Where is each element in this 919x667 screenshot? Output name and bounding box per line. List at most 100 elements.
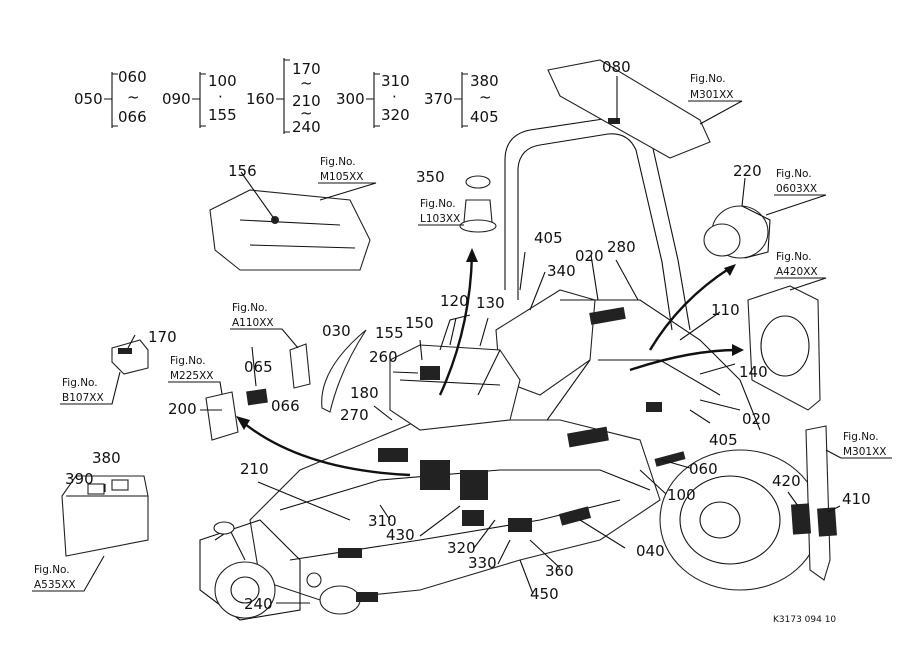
- range-mid: ~: [479, 88, 492, 106]
- range-bottom: 066: [118, 108, 147, 126]
- part-label: 280: [607, 238, 636, 256]
- range-mid3: ~: [300, 104, 313, 122]
- tractor-drawing: [199, 116, 821, 621]
- part-label: 030: [322, 322, 351, 340]
- part-label: 130: [476, 294, 505, 312]
- range-bottom: 405: [470, 108, 499, 126]
- part-label: 110: [711, 301, 740, 319]
- part-label: 040: [636, 542, 665, 560]
- detached-parts: [61, 59, 837, 581]
- range-mid: ~: [300, 74, 313, 92]
- range-lead: 370: [424, 90, 453, 108]
- part-label: 330: [468, 554, 497, 572]
- fig-ref-head: Fig.No.: [232, 302, 268, 314]
- part-label: 156: [228, 162, 257, 180]
- fig-ref: Fig.No. B107XX: [60, 371, 121, 405]
- part-label: 065: [244, 358, 273, 376]
- part-label: 360: [545, 562, 574, 580]
- fig-ref: Fig.No. L103XX: [418, 198, 464, 226]
- part-label: 350: [416, 168, 445, 186]
- range-mid: ·: [218, 88, 223, 106]
- range-bottom: 320: [381, 106, 410, 124]
- fig-ref: Fig.No. M301XX: [688, 73, 743, 125]
- fig-ref-code: M105XX: [320, 171, 364, 183]
- fig-ref-head: Fig.No.: [420, 198, 456, 210]
- part-label: 220: [733, 162, 762, 180]
- part-label: 155: [375, 324, 404, 342]
- range-top: 060: [118, 68, 147, 86]
- fig-ref-code: A420XX: [776, 266, 818, 278]
- part-label: 080: [602, 58, 631, 76]
- range-bottom: 240: [292, 118, 321, 136]
- part-label: 170: [148, 328, 177, 346]
- range-top: 310: [381, 72, 410, 90]
- part-label: 260: [369, 348, 398, 366]
- part-label: 210: [240, 460, 269, 478]
- leader-lines: [104, 76, 841, 604]
- range-top: 380: [470, 72, 499, 90]
- fig-ref: Fig.No. M301XX: [825, 431, 892, 459]
- part-label: 140: [739, 363, 768, 381]
- part-label: 320: [447, 539, 476, 557]
- fig-ref-code: A535XX: [34, 579, 76, 591]
- fig-ref-head: Fig.No.: [170, 355, 206, 367]
- part-label: 310: [368, 512, 397, 530]
- figure-references: Fig.No. M301XX Fig.No. M105XX Fig.No. L1…: [32, 73, 892, 592]
- fig-ref: Fig.No. M105XX: [318, 156, 377, 201]
- part-label: 020: [742, 410, 771, 428]
- fig-ref-head: Fig.No.: [62, 377, 98, 389]
- fig-ref-code: 0603XX: [776, 183, 817, 195]
- part-label: 200: [168, 400, 197, 418]
- range-top: 170: [292, 60, 321, 78]
- part-label: 060: [689, 460, 718, 478]
- range-top: 100: [208, 72, 237, 90]
- part-number-labels: 080 156 350 220 405 340 020 280 120 130 …: [65, 58, 871, 613]
- part-label: 100: [667, 486, 696, 504]
- part-label: 020: [575, 247, 604, 265]
- part-label: 066: [271, 397, 300, 415]
- fig-ref-head: Fig.No.: [320, 156, 356, 168]
- fig-ref: Fig.No. 0603XX: [765, 168, 827, 216]
- fig-ref-code: M225XX: [170, 370, 214, 382]
- part-label: 240: [244, 595, 273, 613]
- part-label: 340: [547, 262, 576, 280]
- range-lead: 300: [336, 90, 365, 108]
- fig-ref-code: M301XX: [843, 446, 887, 458]
- fig-ref-code: B107XX: [62, 392, 104, 404]
- fig-ref: Fig.No. M225XX: [168, 355, 223, 395]
- part-label: 390: [65, 470, 94, 488]
- part-label: 405: [534, 229, 563, 247]
- part-label: 430: [386, 526, 415, 544]
- fig-ref-code: M301XX: [690, 89, 734, 101]
- range-lead: 090: [162, 90, 191, 108]
- fig-ref-code: A110XX: [232, 317, 274, 329]
- range-bottom: 155: [208, 106, 237, 124]
- fig-ref-head: Fig.No.: [776, 251, 812, 263]
- part-label: 420: [772, 472, 801, 490]
- range-mid: ~: [127, 88, 140, 106]
- fig-ref-head: Fig.No.: [776, 168, 812, 180]
- fig-ref-code: L103XX: [420, 213, 460, 225]
- part-label: 180: [350, 384, 379, 402]
- part-label: 380: [92, 449, 121, 467]
- fig-ref: Fig.No. A535XX: [32, 555, 105, 592]
- drawing-code: K3173 094 10: [773, 615, 836, 625]
- part-label: 270: [340, 406, 369, 424]
- fig-ref: Fig.No. A420XX: [774, 251, 827, 291]
- part-label: 410: [842, 490, 871, 508]
- fig-ref-head: Fig.No.: [843, 431, 879, 443]
- arrows: [236, 248, 744, 477]
- range-legend: 050 060 ~ 066 090 100 · 155 160 170 ~ 21…: [74, 58, 499, 136]
- range-lead: 050: [74, 90, 103, 108]
- range-mid2: 210: [292, 92, 321, 110]
- range-lead: 160: [246, 90, 275, 108]
- part-label: 450: [530, 585, 559, 603]
- part-label: 405: [709, 431, 738, 449]
- fig-ref-head: Fig.No.: [690, 73, 726, 85]
- part-label: 120: [440, 292, 469, 310]
- fig-ref: Fig.No. A110XX: [230, 302, 299, 349]
- fig-ref-head: Fig.No.: [34, 564, 70, 576]
- part-label: 150: [405, 314, 434, 332]
